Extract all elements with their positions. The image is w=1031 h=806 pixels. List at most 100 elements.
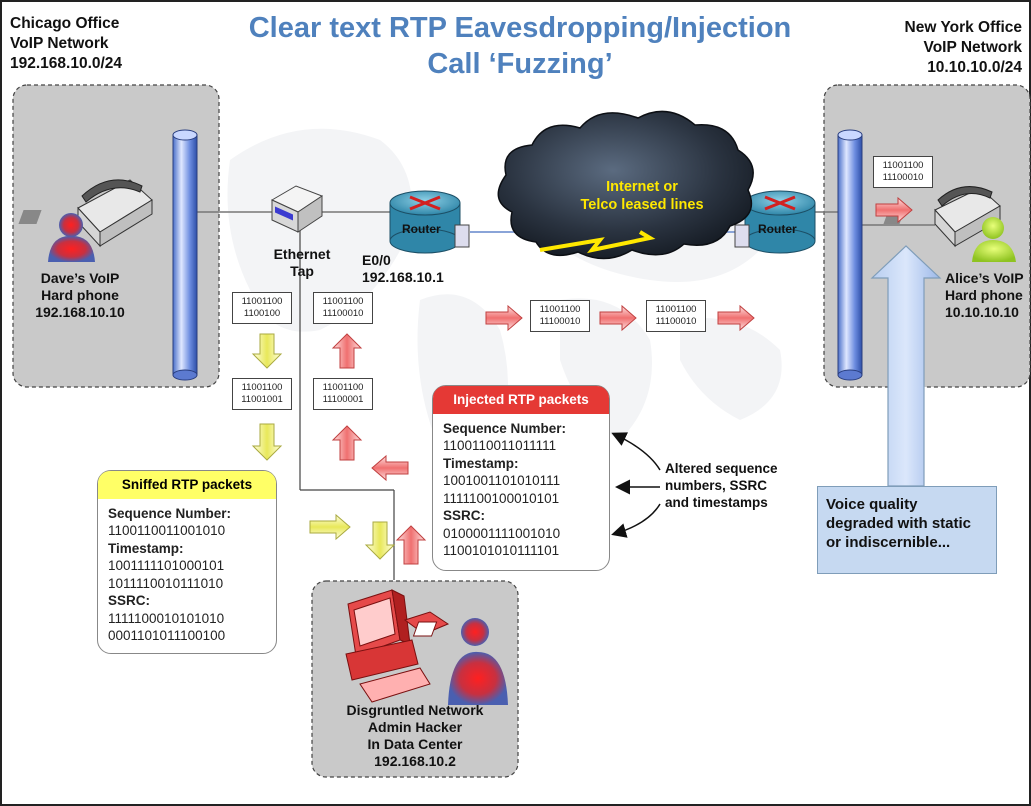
router-left-iface-label: E0/0 192.168.10.1	[362, 252, 444, 286]
sniffed-ssrc-label: SSRC:	[108, 593, 151, 608]
injected-ts2: 1111100100010101	[443, 490, 560, 506]
inject-flow-arrows	[331, 333, 427, 565]
hacker-line3: In Data Center	[367, 736, 463, 752]
router-left-icon	[389, 190, 470, 254]
voice-note-line2: degraded with static	[826, 515, 972, 532]
chicago-switch-pipe	[172, 129, 198, 381]
altered-fields-label: Altered sequence numbers, SSRC and times…	[665, 460, 778, 511]
chicago-line3: 192.168.10.0/24	[10, 55, 123, 72]
packet-bits-a: 11001100	[241, 382, 283, 393]
alice-line2: Hard phone	[945, 287, 1023, 303]
router-right-icon	[734, 190, 816, 254]
router-left-ip: 192.168.10.1	[362, 269, 444, 285]
dave-line1: Dave’s VoIP	[40, 270, 120, 286]
router-right-label: Router	[758, 222, 797, 236]
dave-user-icon	[48, 213, 95, 262]
packet-box: 11001100 11100010	[873, 156, 933, 188]
voice-note-line1: Voice quality	[826, 496, 918, 513]
packet-box: 11001100 11100010	[646, 300, 706, 332]
sniffed-packets-card: Sniffed RTP packets Sequence Number: 110…	[97, 470, 277, 654]
chicago-line2: VoIP Network	[10, 35, 109, 52]
chicago-line1: Chicago Office	[10, 15, 120, 32]
cloud-label: Internet or Telco leased lines	[562, 178, 722, 214]
injected-seq: 1100110011011111	[443, 438, 557, 453]
sniffed-ts1: 1001111101000101	[108, 558, 225, 573]
hacker-label: Disgruntled Network Admin Hacker In Data…	[312, 702, 518, 770]
alice-line1: Alice’s VoIP	[945, 270, 1024, 286]
sniffed-seq-label: Sequence Number:	[108, 505, 232, 521]
title-line1: Clear text RTP Eavesdropping/Injection	[248, 12, 792, 44]
packet-box: 11001100 11100010	[530, 300, 590, 332]
newyork-line1: New York Office	[904, 19, 1022, 36]
injected-ssrc-label: SSRC:	[443, 508, 486, 523]
cloud-line2: Telco leased lines	[580, 197, 704, 213]
injected-ssrc2: 1100101010111101	[443, 543, 560, 558]
altered-line2: numbers, SSRC	[665, 478, 768, 493]
alice-line3: 10.10.10.10	[945, 304, 1019, 320]
sniffed-header: Sniffed RTP packets	[98, 471, 276, 499]
packet-bits-b: 11100010	[539, 316, 581, 327]
altered-line3: and timestamps	[665, 495, 768, 510]
packet-bits-a: 11001100	[322, 382, 364, 393]
sniff-flow-arrows	[251, 333, 396, 560]
packet-bits-b: 11100010	[882, 172, 924, 183]
hacker-computer-icon	[345, 589, 450, 703]
newyork-switch-pipe	[837, 129, 863, 381]
ethernet-tap-label: Ethernet Tap	[268, 246, 336, 280]
altered-pointer-arrows	[611, 432, 661, 538]
packet-bits-b: 1100100	[243, 308, 281, 319]
tap-line1: Ethernet	[273, 246, 331, 262]
packet-box: 11001100 11100001	[313, 378, 373, 410]
ethernet-tap-icon	[270, 185, 324, 233]
packet-bits-a: 11001100	[882, 160, 924, 171]
hacker-line2: Admin Hacker	[367, 719, 463, 735]
packet-bits-a: 11001100	[655, 304, 697, 315]
diagram-title: Clear text RTP Eavesdropping/Injection C…	[190, 10, 850, 82]
packet-bits-a: 11001100	[539, 304, 581, 315]
dave-line2: Hard phone	[41, 287, 119, 303]
router-left-iface: E0/0	[362, 252, 391, 268]
voice-degraded-arrow	[870, 245, 942, 487]
injected-packets-card: Injected RTP packets Sequence Number: 11…	[432, 385, 610, 571]
alice-user-icon	[972, 217, 1016, 262]
packet-bits-b: 11100010	[655, 316, 697, 327]
tap-line2: Tap	[290, 263, 314, 279]
internet-cloud-icon	[497, 110, 754, 260]
cloud-line1: Internet or	[606, 179, 678, 195]
sniffed-ts-label: Timestamp:	[108, 540, 184, 556]
injected-ts-label: Timestamp:	[443, 455, 519, 471]
hacker-user-icon	[448, 618, 508, 705]
newyork-line3: 10.10.10.0/24	[927, 59, 1022, 76]
newyork-network-label: New York Office VoIP Network 10.10.10.0/…	[870, 18, 1022, 78]
injected-ssrc1: 0100001111001010	[443, 525, 561, 541]
dave-line3: 192.168.10.10	[35, 304, 125, 320]
alice-phone-icon	[883, 186, 1001, 248]
packet-bits-b: 11100010	[322, 308, 364, 319]
packet-box: 11001100 11100010	[313, 292, 373, 324]
packet-bits-a: 11001100	[322, 296, 364, 307]
packet-bits-a: 11001100	[241, 296, 283, 307]
packet-box: 11001100 1100100	[232, 292, 292, 324]
title-line2: Call ‘Fuzzing’	[427, 48, 613, 80]
newyork-line2: VoIP Network	[923, 39, 1022, 56]
sniffed-seq: 1100110011001010	[108, 523, 226, 538]
voice-note-line3: or indiscernible...	[826, 534, 951, 551]
injected-header: Injected RTP packets	[433, 386, 609, 414]
sniffed-ssrc1: 1111100010101010	[108, 610, 225, 626]
router-left-label: Router	[402, 222, 441, 236]
injected-seq-label: Sequence Number:	[443, 420, 567, 436]
voice-quality-note: Voice quality degraded with static or in…	[817, 486, 997, 574]
wan-flow-arrows	[485, 196, 913, 332]
sniffed-ts2: 1011110010111010	[108, 575, 224, 591]
packet-box: 11001100 11001001	[232, 378, 292, 410]
alice-phone-label: Alice’s VoIP Hard phone 10.10.10.10	[945, 270, 1031, 321]
hacker-line4: 192.168.10.2	[374, 753, 456, 769]
dave-phone-label: Dave’s VoIP Hard phone 192.168.10.10	[20, 270, 140, 321]
hacker-line1: Disgruntled Network	[346, 702, 484, 718]
packet-bits-b: 11100001	[322, 394, 364, 405]
altered-line1: Altered sequence	[665, 461, 778, 476]
injected-ts1: 1001001101010111	[443, 473, 561, 488]
chicago-network-label: Chicago Office VoIP Network 192.168.10.0…	[10, 14, 122, 74]
